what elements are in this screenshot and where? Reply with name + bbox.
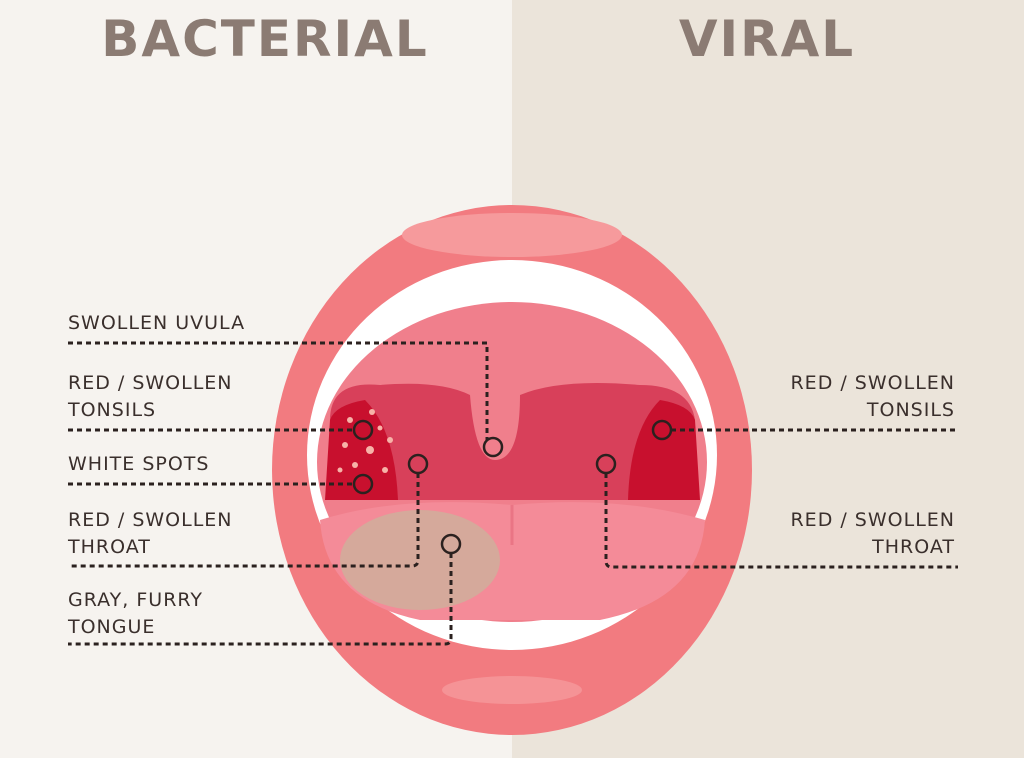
label-throat-line2: THROAT: [67, 536, 151, 558]
label-viral-throat-line2: THROAT: [871, 536, 955, 558]
label-swollen-uvula: SWOLLEN UVULA: [68, 312, 245, 334]
label-white-spots: WHITE SPOTS: [68, 453, 209, 475]
furry-coating: [340, 510, 500, 610]
viral-labels: RED / SWOLLEN TONSILS RED / SWOLLEN THRO…: [790, 372, 955, 558]
viral-title: VIRAL: [679, 10, 855, 68]
label-viral-throat-line1: RED / SWOLLEN: [790, 509, 955, 531]
throat: [330, 382, 695, 500]
tonsil-marker-bacterial: [352, 419, 374, 441]
label-throat-line1: RED / SWOLLEN: [68, 509, 233, 531]
mouth-illustration: [272, 205, 752, 735]
label-viral-tonsils-line1: RED / SWOLLEN: [790, 372, 955, 394]
white-spots: [337, 409, 393, 473]
tonsil-marker-viral: [651, 419, 673, 441]
bacterial-title: BACTERIAL: [101, 10, 428, 68]
callout-lines: [68, 341, 958, 646]
tongue-marker: [440, 533, 462, 555]
throat-marker-bacterial: [407, 453, 429, 475]
throat-marker-viral: [595, 453, 617, 475]
label-tongue-line2: TONGUE: [67, 616, 155, 638]
bacterial-labels: SWOLLEN UVULA RED / SWOLLEN TONSILS WHIT…: [67, 312, 245, 638]
label-tongue-line1: GRAY, FURRY: [68, 589, 203, 611]
uvula-marker: [482, 436, 504, 458]
label-tonsils-line2: TONSILS: [67, 399, 156, 421]
lip-highlight: [402, 213, 622, 257]
left-tonsil: [325, 400, 398, 500]
right-tonsil: [628, 400, 700, 500]
label-viral-tonsils-line2: TONSILS: [866, 399, 955, 421]
spots-marker: [352, 473, 374, 495]
label-tonsils-line1: RED / SWOLLEN: [68, 372, 233, 394]
lower-lip-highlight: [442, 676, 582, 704]
